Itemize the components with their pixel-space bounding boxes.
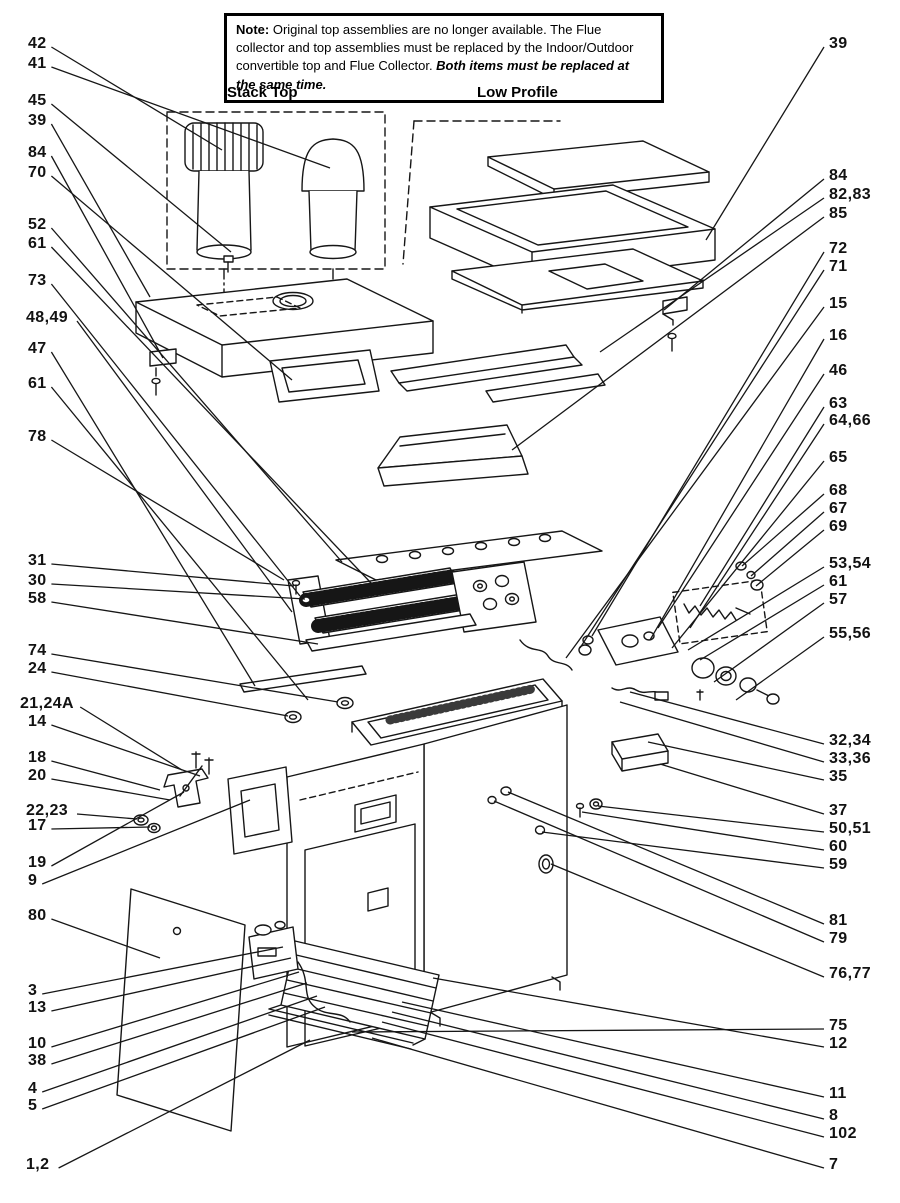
part-callout-left-6-52: 52 (28, 216, 47, 233)
part-callout-right-22-37: 37 (829, 802, 848, 819)
part-callout-right-25-59: 59 (829, 856, 848, 873)
part-callout-right-29-75: 75 (829, 1017, 848, 1034)
part-callout-right-13-67: 67 (829, 500, 848, 517)
part-callout-right-28-76_77: 76,77 (829, 965, 872, 982)
part-callout-left-27-3: 3 (28, 982, 38, 999)
part-callout-right-23-50_51: 50,51 (829, 820, 872, 837)
part-callout-left-8-73: 73 (28, 272, 47, 289)
part-callout-left-2-45: 45 (28, 92, 47, 109)
part-callout-left-29-10: 10 (28, 1035, 47, 1052)
part-callout-left-24-19: 19 (28, 854, 47, 871)
part-callout-left-33-1_2: 1,2 (26, 1156, 50, 1173)
part-callout-left-9-48_49: 48,49 (26, 309, 69, 326)
part-callout-left-3-39: 39 (28, 112, 47, 129)
part-callout-right-19-32_34: 32,34 (829, 732, 872, 749)
part-callout-left-25-9: 9 (28, 872, 38, 889)
part-callout-right-17-57: 57 (829, 591, 848, 608)
part-callout-right-32-8: 8 (829, 1107, 839, 1124)
part-callout-right-24-60: 60 (829, 838, 848, 855)
stack-top-assembly-drawing (166, 111, 386, 315)
note-box: Note: Original top assemblies are no lon… (224, 13, 664, 103)
part-callout-right-7-16: 16 (829, 327, 848, 344)
part-callout-left-22-22_23: 22,23 (26, 802, 69, 819)
part-callout-left-1-41: 41 (28, 55, 47, 72)
part-callout-right-26-81: 81 (829, 912, 848, 929)
part-callout-left-21-20: 20 (28, 767, 47, 784)
part-callout-left-16-74: 74 (28, 642, 47, 659)
part-callout-left-14-30: 30 (28, 572, 47, 589)
part-callout-left-4-84: 84 (28, 144, 47, 161)
part-callout-right-14-69: 69 (829, 518, 848, 535)
part-callout-left-0-42: 42 (28, 35, 47, 52)
part-callout-left-19-14: 14 (28, 713, 47, 730)
gas-valve-assembly-drawing (578, 561, 780, 772)
part-callout-left-31-4: 4 (28, 1080, 38, 1097)
part-callout-left-26-80: 80 (28, 907, 47, 924)
part-callout-left-30-38: 38 (28, 1052, 47, 1069)
part-callout-right-0-39: 39 (829, 35, 848, 52)
part-callout-right-30-12: 12 (829, 1035, 848, 1052)
low-profile-label: Low Profile (477, 84, 558, 101)
part-callout-left-20-18: 18 (28, 749, 47, 766)
part-callout-right-21-35: 35 (829, 768, 848, 785)
part-callout-left-7-61: 61 (28, 235, 47, 252)
part-callout-right-11-65: 65 (829, 449, 848, 466)
part-callout-left-18-21_24A: 21,24A (20, 695, 74, 712)
part-callout-left-13-31: 31 (28, 552, 47, 569)
note-prefix: Note: (236, 22, 270, 37)
part-callout-left-11-61: 61 (28, 375, 47, 392)
part-callout-left-32-5: 5 (28, 1097, 38, 1114)
part-callout-right-8-46: 46 (829, 362, 848, 379)
part-callout-left-23-17: 17 (28, 817, 47, 834)
top-panel-drawing (135, 278, 434, 403)
part-callout-right-10-64_66: 64,66 (829, 412, 872, 429)
part-callout-right-31-11: 11 (829, 1085, 847, 1102)
part-callout-right-20-33_36: 33,36 (829, 750, 872, 767)
part-callout-left-12-78: 78 (28, 428, 47, 445)
low-profile-assembly-drawing (402, 120, 716, 352)
part-callout-right-2-82_83: 82,83 (829, 186, 872, 203)
part-callout-left-17-24: 24 (28, 660, 47, 677)
stack-top-label: Stack Top (227, 84, 298, 101)
part-callout-right-16-61: 61 (829, 573, 848, 590)
part-callout-right-1-84: 84 (829, 167, 848, 184)
part-callout-right-18-55_56: 55,56 (829, 625, 872, 642)
part-callout-right-27-79: 79 (829, 930, 848, 947)
part-callout-left-10-47: 47 (28, 340, 47, 357)
part-callout-left-15-58: 58 (28, 590, 47, 607)
part-callout-right-34-7: 7 (829, 1156, 839, 1173)
inner-access-panel-drawing (227, 766, 293, 855)
heat-exchanger-drawing (239, 530, 603, 724)
part-callout-left-5-70: 70 (28, 164, 47, 181)
note-body: Original top assemblies are no longer av… (236, 22, 634, 74)
part-callout-right-12-68: 68 (829, 482, 848, 499)
part-callout-right-4-72: 72 (829, 240, 848, 257)
hinge-hardware-drawing (133, 751, 214, 834)
front-door-drawing (116, 888, 246, 1132)
callout-leader-lines (41, 46, 825, 1169)
part-callout-left-28-13: 13 (28, 999, 47, 1016)
part-callout-right-15-53_54: 53,54 (829, 555, 872, 572)
part-callout-right-5-71: 71 (829, 258, 848, 275)
part-callout-right-3-85: 85 (829, 205, 848, 222)
part-callout-right-6-15: 15 (829, 295, 848, 312)
part-callout-right-9-63: 63 (829, 395, 848, 412)
flue-baffles-drawing (377, 344, 606, 487)
note-emphasis: Both items must be replaced at the same … (236, 58, 630, 92)
part-callout-right-33-102: 102 (829, 1125, 857, 1142)
